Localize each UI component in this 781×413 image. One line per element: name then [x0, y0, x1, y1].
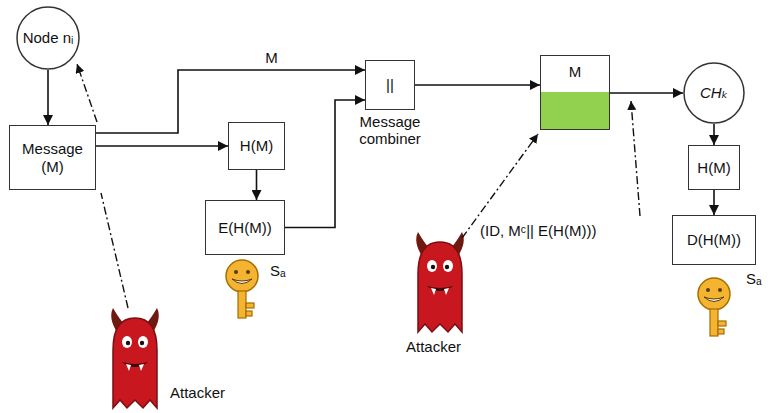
- cluster-head-circle: CHₖ: [683, 62, 745, 124]
- connector-arrow: [47, 70, 49, 125]
- packet-label: (ID, Mᶜ|| E(H(M))): [478, 222, 598, 239]
- node-text: M: [569, 63, 582, 80]
- key-icon: [226, 260, 258, 318]
- node-text: H(M): [240, 137, 273, 154]
- connector-arrow: [415, 84, 540, 86]
- connector-arrow: [713, 190, 715, 215]
- combiner-box: ||Message combiner: [365, 60, 415, 110]
- attack-leader: [101, 193, 128, 308]
- attacker-label: Attacker: [404, 338, 463, 355]
- connector-arrow: [285, 100, 365, 228]
- node-text: D(H(M)): [687, 231, 741, 248]
- node-text: Node nᵢ: [23, 29, 74, 46]
- key-label: Sₐ: [268, 262, 288, 279]
- connector-arrow: [713, 124, 715, 145]
- node-circle: Node nᵢ: [16, 6, 80, 70]
- node-text: CHₖ: [700, 84, 728, 101]
- packet-box: M: [540, 55, 610, 130]
- key-icon: [698, 278, 730, 336]
- attack-leader: [631, 101, 640, 216]
- decrypt-box: D(H(M)): [672, 215, 756, 265]
- attacker-figure: [416, 232, 464, 332]
- process-box: Message (M): [9, 125, 96, 190]
- key-label: Sₐ: [744, 270, 764, 287]
- attack-leader: [77, 64, 97, 122]
- connector-arrow: [256, 170, 258, 200]
- attacker-figure: [111, 308, 159, 408]
- hash-box: H(M): [228, 122, 285, 170]
- encrypt-box: E(H(M)): [205, 200, 285, 255]
- node-text: E(H(M)): [218, 219, 271, 236]
- connector-arrow: [96, 145, 228, 147]
- node-text: ||: [386, 76, 394, 93]
- connector-arrow: [610, 92, 683, 94]
- node-text: Message (M): [16, 140, 89, 175]
- hash-box: H(M): [688, 145, 740, 190]
- edge-label: M: [263, 49, 280, 66]
- node-text: H(M): [697, 159, 730, 176]
- node-caption: Message combiner: [335, 113, 445, 148]
- attacker-label: Attacker: [168, 384, 227, 401]
